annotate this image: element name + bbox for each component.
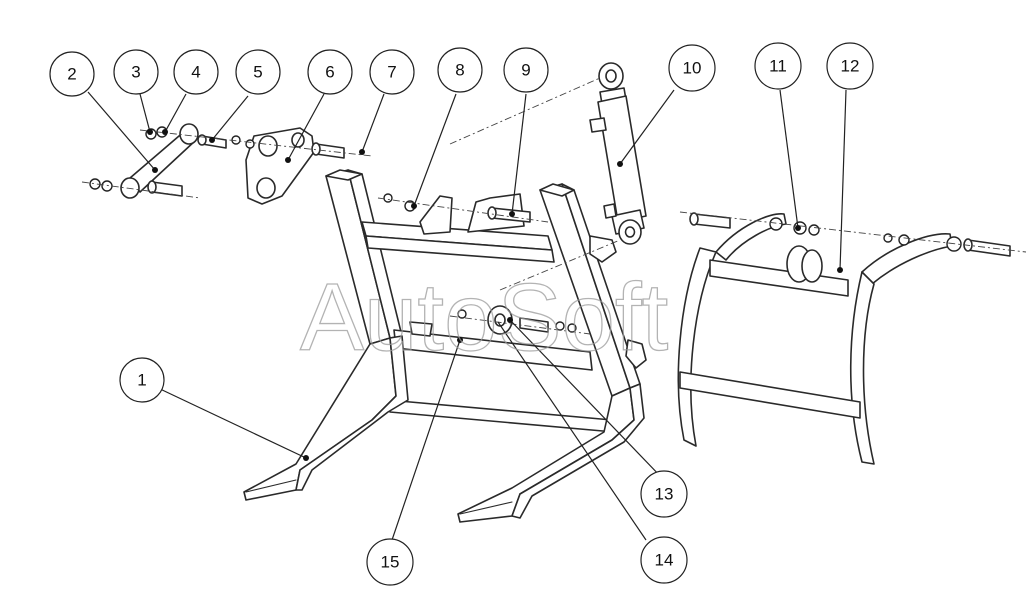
callout-14: 14: [640, 536, 688, 584]
callout-bubbles: 1 2 3 4 5 6 7 8: [49, 42, 874, 586]
callout-label: 2: [67, 65, 76, 84]
callout-label: 4: [191, 63, 200, 82]
hydraulic-cylinder: [589, 62, 647, 245]
callout-label: 8: [455, 61, 464, 80]
leader-lines: [87, 89, 847, 541]
callout-10: 10: [668, 44, 716, 92]
callout-label: 5: [253, 63, 262, 82]
callout-label: 7: [387, 63, 396, 82]
watermark-text: AutoSoft: [300, 264, 668, 371]
callout-label: 1: [137, 371, 146, 390]
callout-label: 13: [655, 485, 674, 504]
center-lines: [81, 77, 1027, 335]
callout-6: 6: [307, 49, 353, 95]
callout-1: 1: [119, 357, 165, 403]
fork-frame: [243, 169, 647, 523]
callout-label: 12: [841, 57, 860, 76]
callout-7: 7: [369, 49, 415, 95]
link-plate: [245, 127, 315, 205]
callout-label: 14: [655, 551, 674, 570]
callout-4: 4: [173, 49, 219, 95]
callout-label: 11: [769, 57, 787, 76]
callout-label: 3: [131, 63, 140, 82]
callout-label: 10: [683, 59, 702, 78]
callout-12: 12: [826, 42, 874, 90]
callout-5: 5: [235, 49, 281, 95]
link-bar: [120, 123, 199, 199]
callout-label: 15: [381, 553, 400, 572]
callout-11: 11: [754, 42, 802, 90]
callout-9: 9: [503, 47, 549, 93]
callout-2: 2: [49, 51, 95, 97]
callout-8: 8: [437, 47, 483, 93]
grapple-arm: [677, 213, 953, 465]
callout-3: 3: [113, 49, 159, 95]
callout-label: 6: [325, 63, 334, 82]
callout-13: 13: [640, 470, 688, 518]
callout-15: 15: [366, 538, 414, 586]
callout-label: 9: [521, 61, 530, 80]
